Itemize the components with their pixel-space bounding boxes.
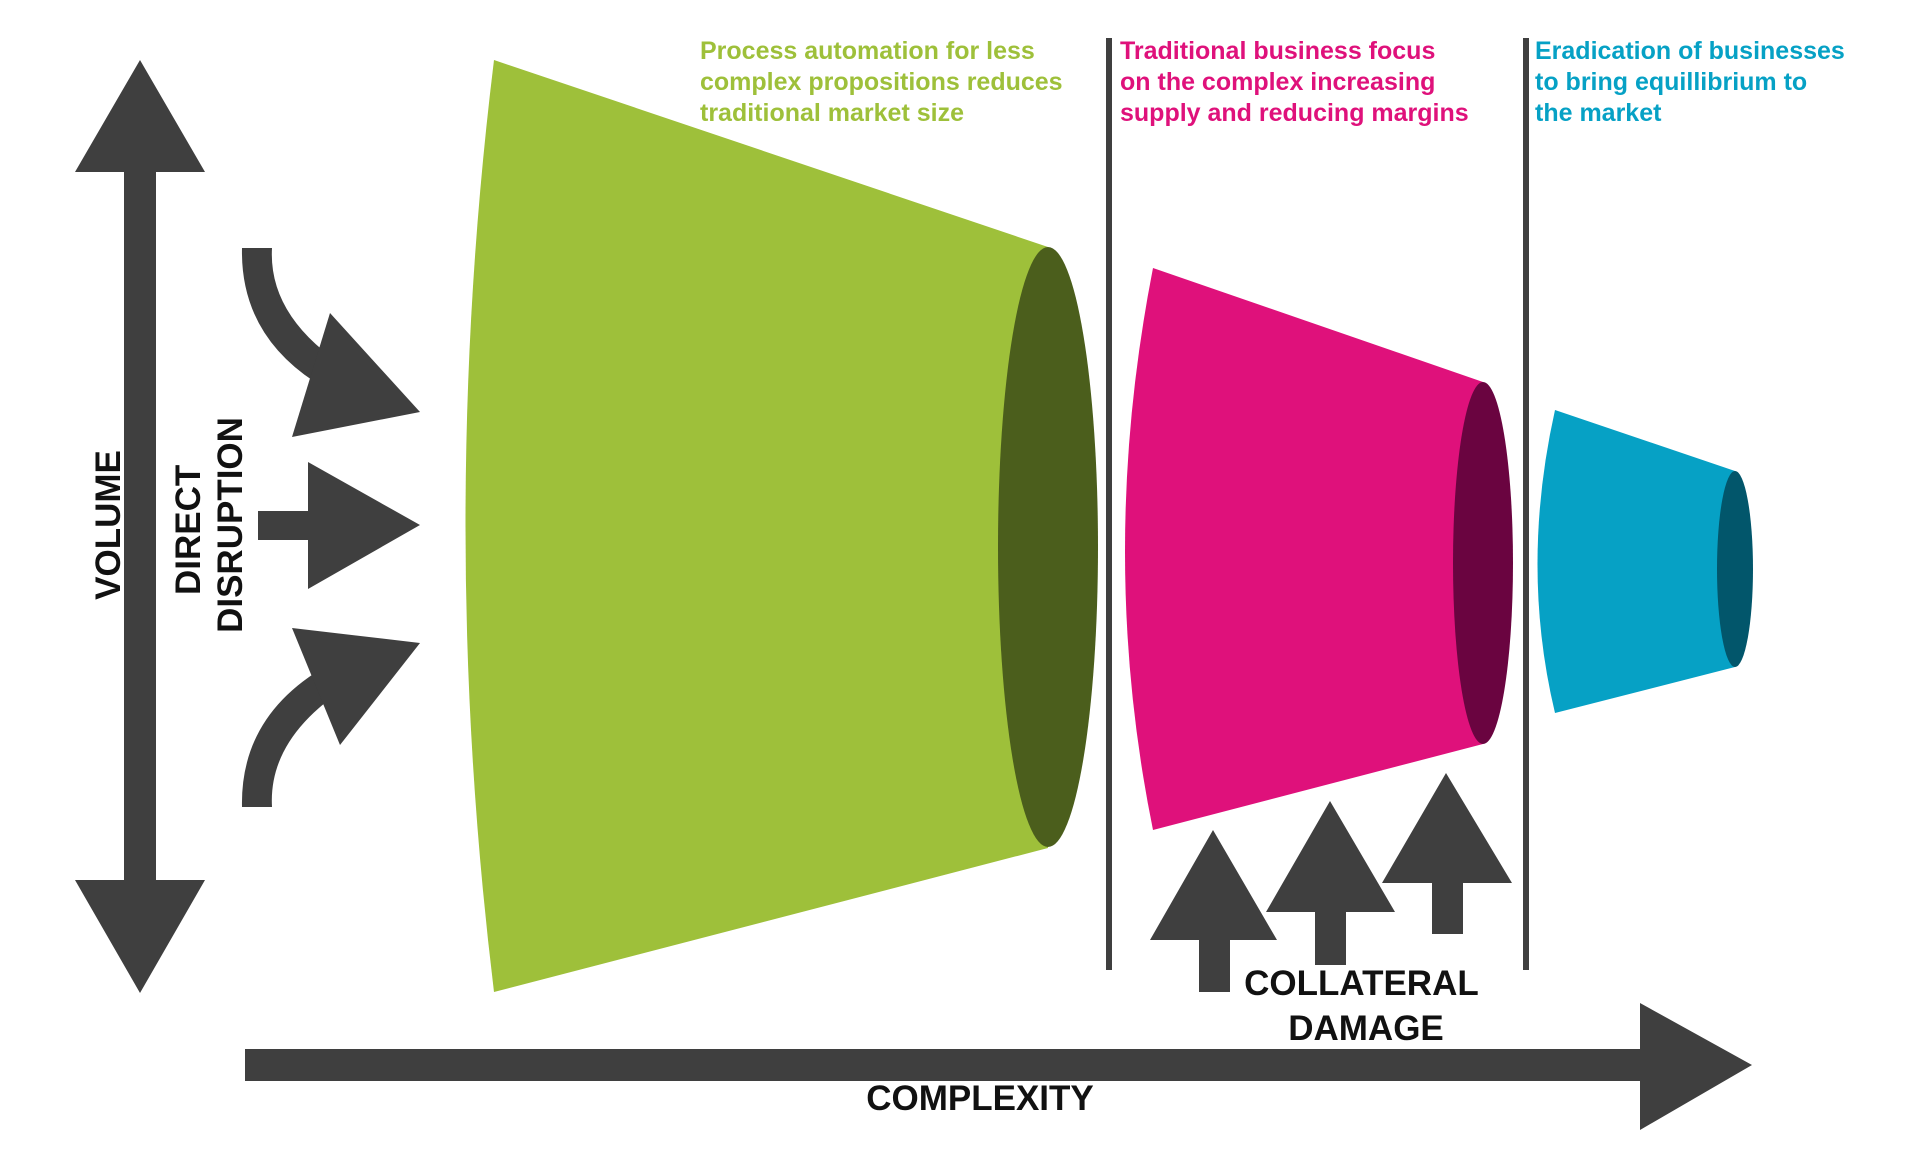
green-caption: Process automation for less complex prop…	[700, 36, 1120, 129]
arrowhead-bottom-icon	[292, 628, 420, 745]
collateral-damage-line-1: COLLATERAL	[1244, 964, 1478, 1003]
pink-caption-line-1: Traditional business focus	[1120, 37, 1436, 65]
direct-disruption-line-2: DISRUPTION	[211, 417, 250, 633]
up-arrow-1-icon	[1150, 830, 1277, 992]
arrowhead-top-icon	[292, 313, 420, 437]
collateral-damage-line-2: DAMAGE	[1288, 1009, 1444, 1048]
green-caption-line-2: complex propositions reduces	[700, 68, 1063, 96]
blue-caption: Eradication of businesses to bring equil…	[1535, 36, 1905, 129]
collateral-damage-label: COLLATERAL DAMAGE	[1244, 964, 1488, 1048]
up-arrow-2-icon	[1266, 801, 1395, 965]
volume-axis-arrow-icon	[75, 60, 205, 993]
direct-disruption-label: DIRECT DISRUPTION	[169, 417, 250, 633]
blue-caption-line-2: to bring equillibrium to	[1535, 68, 1808, 96]
pink-cone-body	[1125, 268, 1483, 830]
green-caption-line-3: traditional market size	[700, 99, 964, 127]
direct-disruption-line-1: DIRECT	[169, 465, 208, 595]
direct-disruption-arrows-icon	[241, 248, 420, 807]
green-cone-body	[465, 60, 1048, 992]
complexity-label: COMPLEXITY	[866, 1079, 1094, 1118]
green-caption-line-1: Process automation for less	[700, 37, 1035, 65]
blue-caption-line-1: Eradication of businesses	[1535, 37, 1845, 65]
green-cone	[465, 60, 1098, 992]
blue-cone-end	[1717, 471, 1753, 667]
divider-line-right	[1523, 38, 1529, 970]
pink-caption-line-2: on the complex increasing	[1120, 68, 1436, 96]
up-arrow-3-icon	[1382, 773, 1512, 934]
straight-arrow-middle-icon	[258, 462, 420, 589]
pink-cone-end	[1453, 382, 1513, 744]
blue-caption-line-3: the market	[1535, 99, 1662, 127]
blue-cone	[1537, 410, 1753, 713]
pink-caption-line-3: supply and reducing margins	[1120, 99, 1469, 127]
pink-caption: Traditional business focus on the comple…	[1120, 36, 1520, 129]
blue-cone-body	[1537, 410, 1735, 713]
pink-cone	[1125, 268, 1513, 830]
volume-label: VOLUME	[89, 450, 128, 600]
collateral-damage-arrows-icon	[1150, 773, 1512, 992]
green-cone-end	[998, 247, 1098, 847]
complexity-axis-arrow-icon	[245, 1003, 1752, 1130]
divider-line-left	[1106, 38, 1112, 970]
